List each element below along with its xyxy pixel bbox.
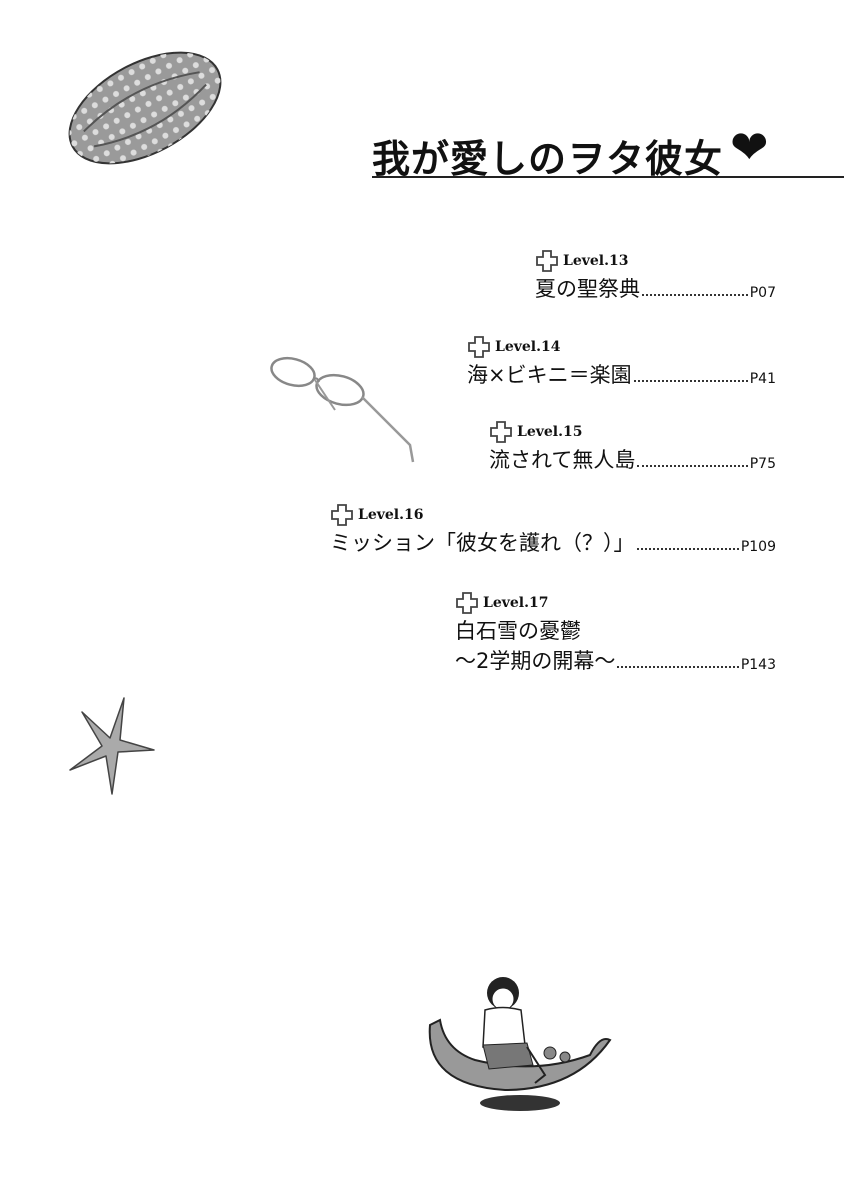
level-label: Level.14 xyxy=(495,339,561,355)
page-number: P07 xyxy=(749,285,776,301)
page-title: 我が愛しのヲタ彼女 xyxy=(372,137,724,181)
toc-entry[interactable]: Level.15 流されて無人島 P75 xyxy=(489,419,776,475)
level-label: Level.13 xyxy=(563,253,629,269)
cross-icon xyxy=(490,421,512,443)
toc-entry[interactable]: Level.14 海×ビキニ＝楽園 P41 xyxy=(467,334,776,390)
inflatable-float-illustration xyxy=(68,51,222,165)
cross-icon xyxy=(536,250,558,272)
page-number: P75 xyxy=(749,456,776,472)
level-label: Level.17 xyxy=(483,595,549,611)
page-number: P143 xyxy=(740,657,776,673)
chapter-title: 夏の聖祭典 xyxy=(535,277,640,301)
chapter-title: 流されて無人島 xyxy=(489,448,636,472)
toc-entry[interactable]: Level.17 白石雪の憂鬱 ～2学期の開幕～ P143 xyxy=(455,590,776,676)
page-number: P109 xyxy=(740,539,776,555)
page-number: P41 xyxy=(749,371,776,387)
chapter-title: 白石雪の憂鬱 xyxy=(455,619,581,643)
chapter-title: 海×ビキニ＝楽園 xyxy=(467,363,632,387)
level-label: Level.15 xyxy=(517,424,583,440)
cross-icon xyxy=(456,592,478,614)
chapter-subtitle: ～2学期の開幕～ xyxy=(455,649,616,673)
title-underline xyxy=(372,176,844,178)
toc-entry[interactable]: Level.16 ミッション「彼女を護れ（？）」 P109 xyxy=(330,502,776,558)
glasses-illustration xyxy=(270,356,415,463)
level-label: Level.16 xyxy=(358,507,424,523)
heart-icon: ❤ xyxy=(730,120,769,174)
cross-icon xyxy=(331,504,353,526)
cross-icon xyxy=(468,336,490,358)
chapter-title: ミッション「彼女を護れ（？）」 xyxy=(330,531,635,555)
starfish-illustration xyxy=(69,697,155,795)
toc-entry[interactable]: Level.13 夏の聖祭典 P07 xyxy=(535,248,776,304)
boy-on-banana-boat-illustration xyxy=(428,977,612,1111)
